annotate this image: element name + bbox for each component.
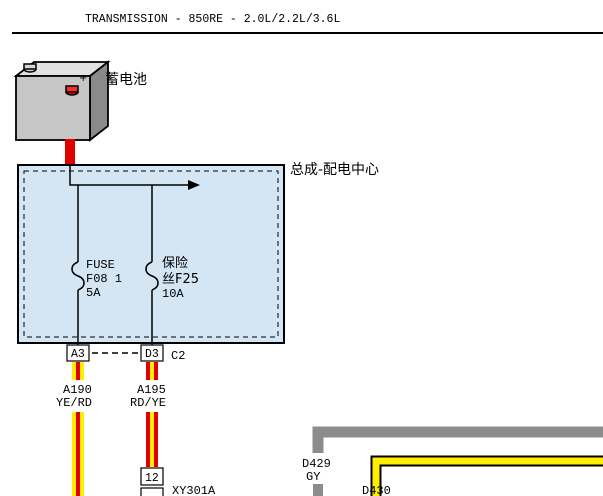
wire-d429-gray (312, 426, 603, 453)
wire-a195-color: RD/YE (130, 396, 166, 410)
fuse-2-label-line2: 丝F25 (162, 272, 199, 287)
fuse-1-label-line2: F08 1 (86, 272, 122, 286)
connector-c2-label: C2 (171, 349, 185, 363)
battery-label: 蓄电池 (105, 72, 147, 88)
wire-d429-color: GY (306, 470, 320, 484)
fuse-2-rating: 10A (162, 287, 184, 301)
wire-a195-circuit: A195 (137, 383, 166, 397)
power-distribution-center (17, 164, 285, 344)
fuse-1-rating: 5A (86, 286, 101, 300)
wire-a195-lower (146, 412, 158, 467)
fuse-1-label-line1: FUSE (86, 258, 115, 272)
fuse-2-label-line1: 保险 (162, 256, 188, 271)
wire-d430-yellow (370, 455, 603, 496)
fuse-1-icon (71, 261, 85, 291)
pin-12-box (140, 467, 164, 486)
wire-a190-upper (72, 362, 84, 380)
battery-icon: + (13, 60, 111, 142)
pin-12-label: 12 (145, 472, 159, 485)
pin-a3-label: A3 (71, 348, 85, 361)
internal-bus (69, 165, 196, 186)
connector-xy301a-box (140, 487, 164, 496)
wire-a190-lower (72, 412, 84, 496)
wire-a195-upper (146, 362, 158, 380)
pin-a3-box (66, 344, 90, 362)
fuse-2-icon (145, 261, 159, 291)
wire-d430-yellow-core (372, 457, 603, 496)
wire-d430-circuit: D430 (362, 484, 391, 496)
wire-d429-lower (313, 484, 323, 496)
wire-a190-color: YE/RD (56, 396, 92, 410)
wire-a190-circuit: A190 (63, 383, 92, 397)
svg-text:+: + (79, 73, 87, 84)
wire-d429-circuit: D429 (302, 457, 331, 471)
module-inner-boundary (23, 170, 279, 338)
diagram-title: TRANSMISSION - 850RE - 2.0L/2.2L/3.6L (85, 13, 340, 26)
connector-xy301a-label: XY301A (172, 484, 216, 496)
bus-arrow-icon (188, 180, 200, 190)
pin-d3-box (140, 344, 164, 362)
battery-feed-wire (65, 139, 75, 166)
pin-d3-label: D3 (145, 348, 159, 361)
module-label: 总成-配电中心 (290, 162, 379, 178)
